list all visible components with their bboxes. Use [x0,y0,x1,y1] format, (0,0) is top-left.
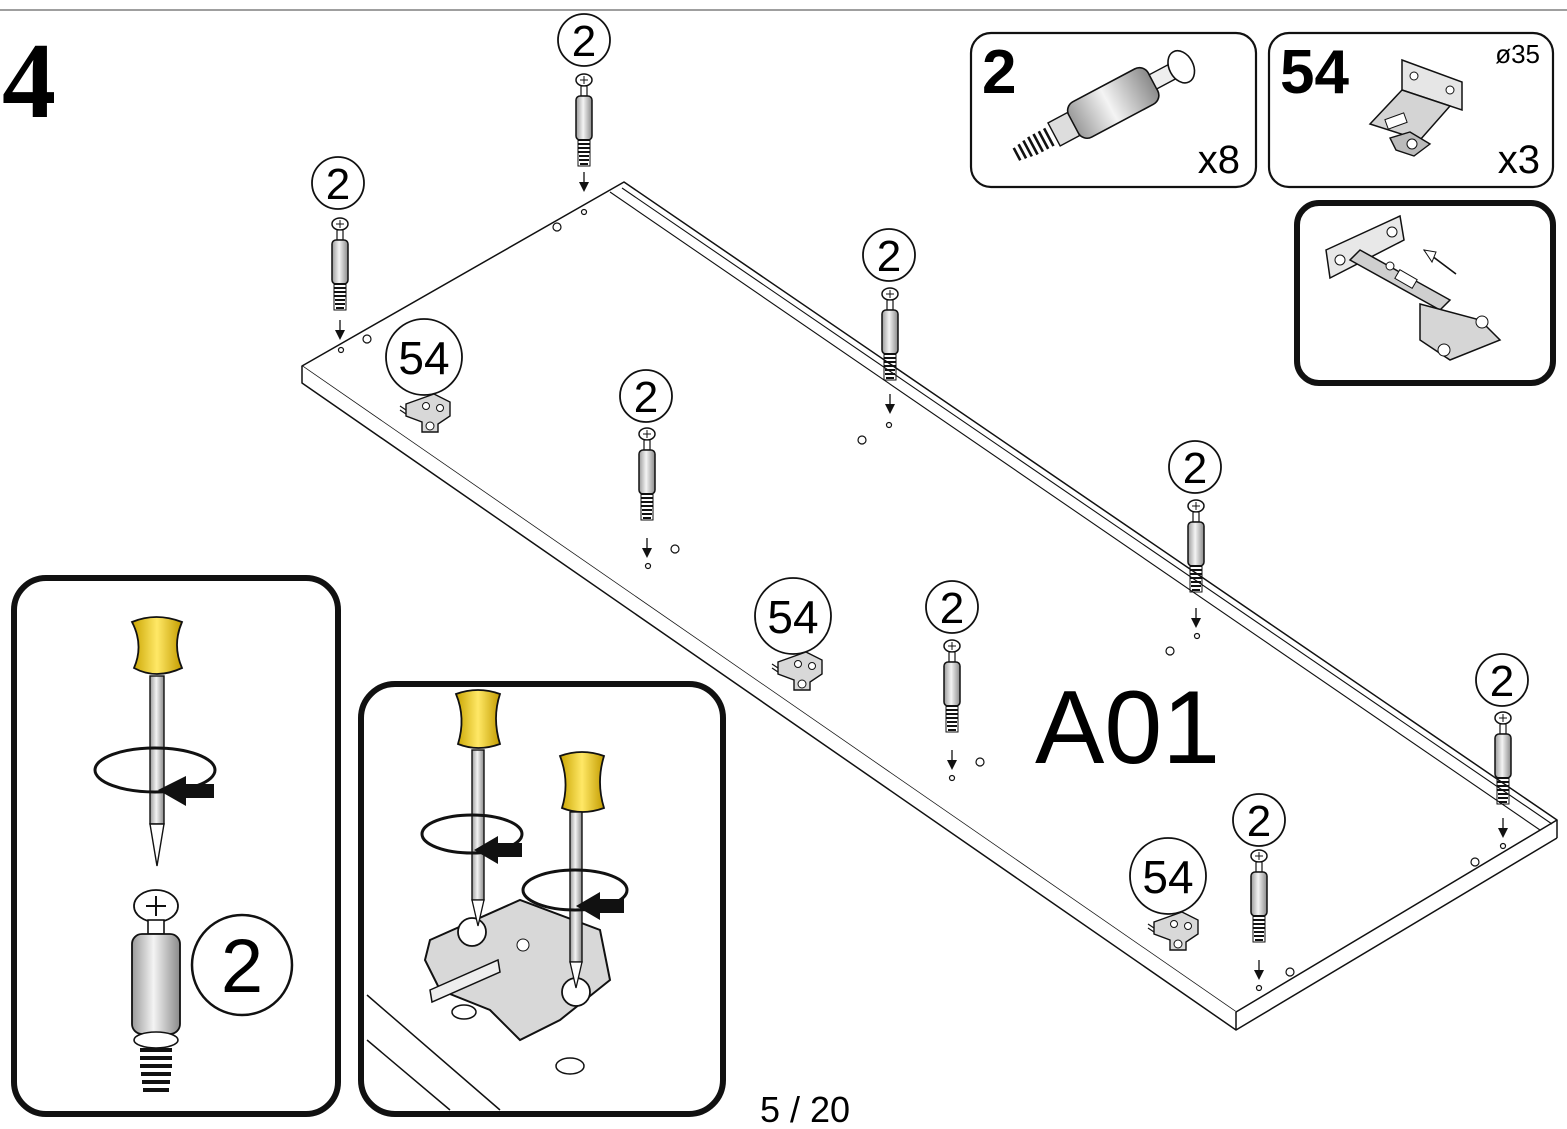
screwdriver-icon [130,616,184,867]
hinge-plate-icon [423,898,612,1075]
dowel-placements: 2 2 2 2 2 2 [311,13,1529,981]
part-quantity: x3 [1498,138,1540,182]
dowel-placement: 2 [862,228,916,415]
dowel-callout-label: 2 [326,160,350,209]
hinge-callout-label: 54 [1142,851,1193,903]
screwdriver-icon [558,751,606,989]
dowel-placement: 2 [311,156,365,341]
dowel-placement: 2 [925,580,979,771]
hinge-screwing-detail [358,681,726,1117]
part-card-54: 54 ø35 x3 [1267,31,1555,189]
hinge-callout-label: 54 [398,332,449,384]
hinge-plate-icon [1368,58,1463,157]
part-quantity: x8 [1198,138,1240,182]
hinge-callout-label: 54 [767,591,818,643]
cam-dowel-icon [1012,49,1196,161]
part-id: 2 [982,38,1016,107]
dowel-placement: 2 [557,13,611,193]
hinge-placement: 54 [385,318,463,433]
rotation-arrowhead [576,892,624,920]
dowel-callout-label: 2 [1247,797,1271,846]
detail-callout-label: 2 [221,924,263,1009]
dowel-placement: 2 [619,369,673,559]
dowel-placement: 2 [1168,440,1222,629]
dowel-callout-label: 2 [634,373,658,422]
step-number: 4 [2,22,56,141]
page-indicator: 5 / 20 [760,1089,850,1124]
part-id: 54 [1280,38,1349,107]
dowel-placement: 2 [1232,793,1286,981]
panel-label: A01 [1035,670,1220,786]
rotation-arrow-icon [420,813,524,855]
dowel-callout-label: 2 [940,584,964,633]
hinge-placements: 54 54 54 [385,318,1207,951]
dowel-callout-label: 2 [1183,444,1207,493]
part-spec: ø35 [1495,39,1540,69]
rotation-arrowhead [474,836,522,864]
dowel-callout-label: 2 [572,17,596,66]
panel-holes [337,208,1507,992]
rotation-arrowhead [158,776,214,806]
part-card-2: 2 x8 [969,31,1258,189]
hinge-orientation-detail [1294,200,1556,386]
screwdriver-icon [454,689,502,927]
cam-dowel-icon [131,889,181,1092]
hinge-placement: 54 [1129,837,1207,951]
rotation-arrow-icon [521,868,629,912]
dowel-callout-label: 2 [877,232,901,281]
dowel-screwing-detail: 2 [11,575,341,1117]
rotation-arrow-icon [93,746,217,794]
dowel-placement: 2 [1475,653,1529,839]
dowel-callout-label: 2 [1490,657,1514,706]
hinge-placement: 54 [754,577,832,691]
